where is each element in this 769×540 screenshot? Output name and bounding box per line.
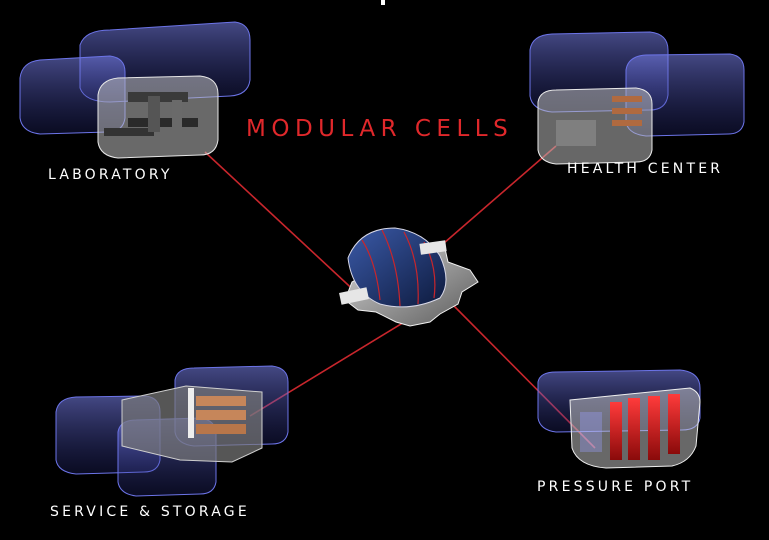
top-marker xyxy=(381,0,385,5)
connector-laboratory xyxy=(204,151,361,297)
label-health-center: HEALTH CENTER xyxy=(567,161,724,177)
central-hub-illustration xyxy=(339,227,479,327)
health-center-module-illustration xyxy=(529,31,745,165)
connector-health-center xyxy=(435,145,557,251)
service-storage-module-illustration xyxy=(55,365,289,497)
laboratory-module-illustration xyxy=(19,21,251,159)
diagram-title: MODULAR CELLS xyxy=(246,116,514,142)
label-pressure-port: PRESSURE PORT xyxy=(537,479,694,495)
pressure-port-module-illustration xyxy=(537,369,701,469)
label-service-storage: SERVICE & STORAGE xyxy=(50,504,250,520)
label-laboratory: LABORATORY xyxy=(48,167,173,183)
